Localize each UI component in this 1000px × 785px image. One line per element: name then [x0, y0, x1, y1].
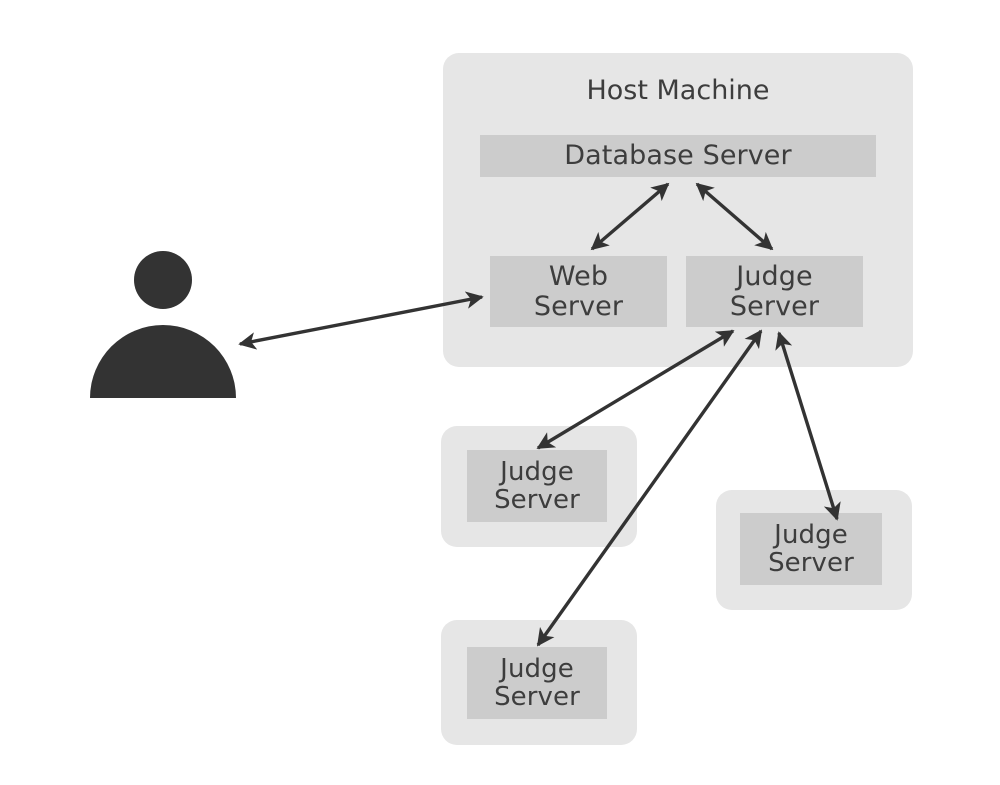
host-machine-title: Host Machine — [586, 75, 770, 106]
judge-server-box-1: Judge Server — [467, 450, 607, 522]
judge-server-box-2: Judge Server — [740, 513, 882, 585]
web-server-box: Web Server — [490, 256, 667, 327]
user-person-icon — [90, 251, 236, 398]
database-server-box: Database Server — [480, 135, 876, 177]
judge-server-host-box: Judge Server — [686, 256, 863, 327]
judge-server-box-3: Judge Server — [467, 647, 607, 719]
